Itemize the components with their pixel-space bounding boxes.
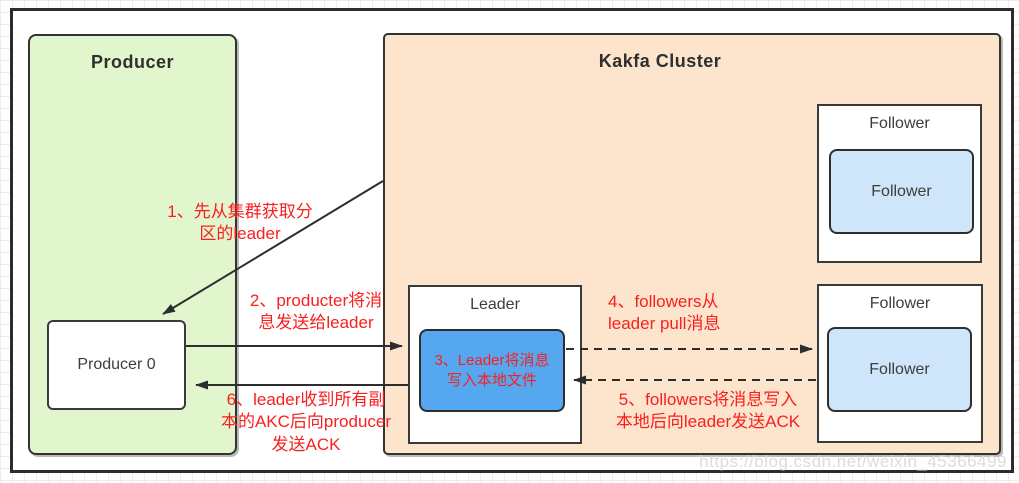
follower-top-node[interactable]: Follower Follower [817,104,982,263]
step5-label: 5、followers将消息写入 本地后向leader发送ACK [615,390,801,432]
follower-bottom-title: Follower [869,295,931,312]
producer-group-title: Producer [90,52,175,72]
step2-label: 2、producter将消 息发送给leader [249,291,383,333]
kafka-cluster-title: Kakfa Cluster [598,51,722,71]
producer0-node[interactable]: Producer 0 [47,320,186,410]
producer0-label: Producer 0 [77,356,156,373]
leader-inner-box[interactable]: 3、Leader将消息 写入本地文件 [419,329,565,412]
step3-label: 3、Leader将消息 写入本地文件 [434,351,550,389]
leader-node[interactable]: Leader 3、Leader将消息 写入本地文件 [408,285,582,444]
step4-label: 4、followers从 leader pull消息 [608,292,721,334]
follower-top-inner-label: Follower [871,182,932,200]
step6-label: 6、leader收到所有副 本的AKC后向producer 发送ACK [220,390,392,454]
follower-top-title: Follower [869,115,930,132]
follower-top-inner-box[interactable]: Follower [829,149,974,234]
leader-title: Leader [470,296,520,313]
follower-bottom-inner-box[interactable]: Follower [827,327,972,412]
step1-label: 1、先从集群获取分 区的leader [167,202,313,244]
follower-bottom-inner-label: Follower [869,360,930,378]
csdn-watermark: https://blog.csdn.net/weixin_45366499 [699,452,1007,471]
follower-bottom-node[interactable]: Follower Follower [817,284,983,443]
